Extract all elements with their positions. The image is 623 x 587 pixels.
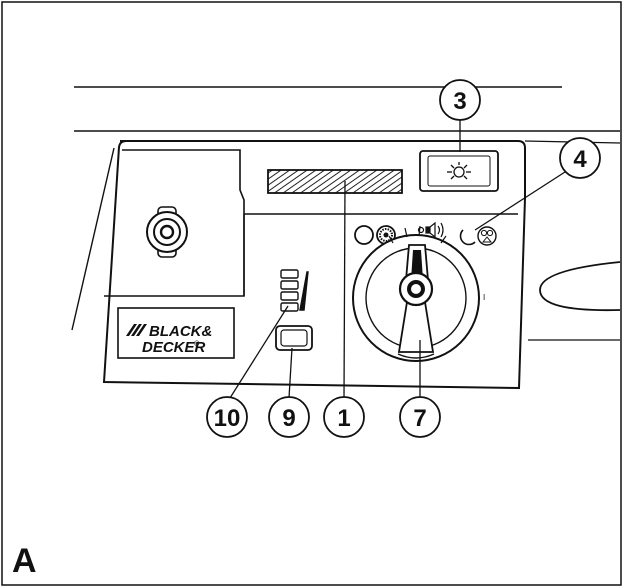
svg-text:9: 9 xyxy=(282,405,295,432)
speaker-icon xyxy=(417,221,444,239)
level-bars-icon xyxy=(280,269,309,312)
brand-plate xyxy=(117,307,235,359)
brand-registered-mark: ® xyxy=(194,340,200,348)
brand-logo-mark xyxy=(126,324,147,336)
indicator-lamp xyxy=(354,225,374,245)
dial-mark: I xyxy=(483,293,485,302)
callout-10: 10 xyxy=(206,396,248,438)
callout-4: 4 xyxy=(559,137,601,179)
callout-3: 3 xyxy=(439,79,481,121)
svg-text:4: 4 xyxy=(573,146,587,173)
svg-text:10: 10 xyxy=(214,405,241,432)
svg-text:3: 3 xyxy=(453,88,466,115)
svg-text:7: 7 xyxy=(413,405,426,432)
brand-name-line1: BLACK& xyxy=(149,323,212,340)
leader-lines xyxy=(229,120,566,399)
keyhole-icon xyxy=(146,206,188,258)
figure-label: A xyxy=(12,542,37,580)
display-window xyxy=(267,169,403,194)
side-cutout xyxy=(539,261,621,312)
side-edge-line xyxy=(71,147,115,331)
brand-name-line2: DECKER xyxy=(142,339,206,356)
callout-9: 9 xyxy=(268,396,310,438)
svg-text:1: 1 xyxy=(337,405,350,432)
sun-icon xyxy=(447,162,471,180)
callout-1: 1 xyxy=(323,396,365,438)
console-outline xyxy=(102,140,526,390)
moon-icon xyxy=(459,229,476,246)
dial-ticks xyxy=(388,225,447,244)
symbols-icon xyxy=(477,226,497,246)
callout-7: 7 xyxy=(399,396,441,438)
rotary-dial[interactable] xyxy=(352,234,480,362)
